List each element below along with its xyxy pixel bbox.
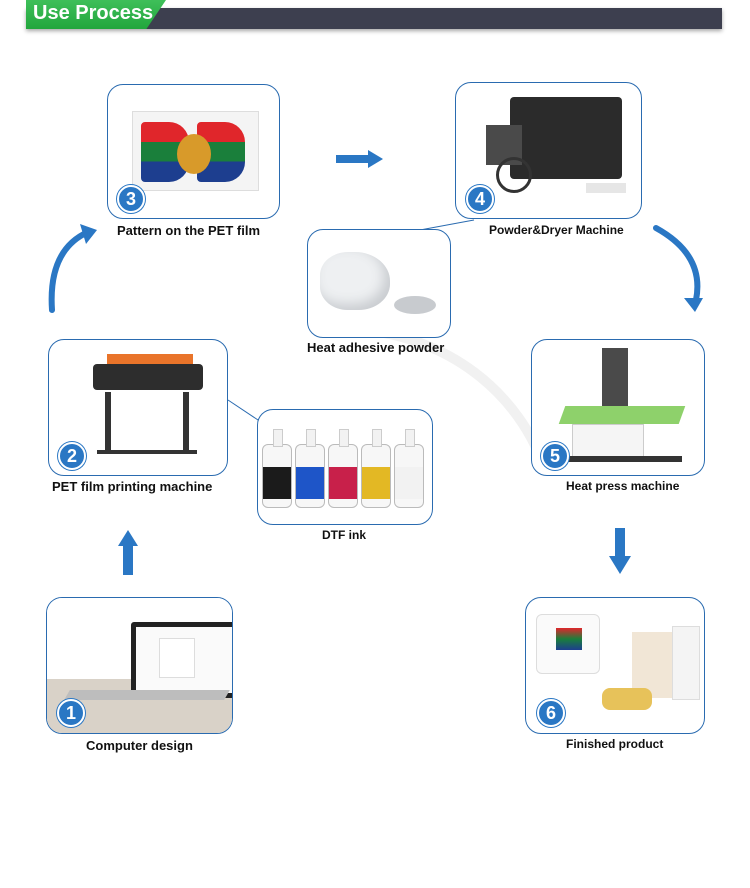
ink-bottles [262,422,428,512]
step-2-badge: 2 [58,442,86,470]
step-6-badge: 6 [537,699,565,727]
ink-card [257,409,433,525]
ink-bottle [361,429,391,508]
ink-bottle [295,429,325,508]
step-2-label: PET film printing machine [52,479,213,494]
step-5-label: Heat press machine [566,479,680,493]
step-1-badge: 1 [57,699,85,727]
step-4-card [455,82,642,219]
step-1-card [46,597,233,734]
products-image [532,608,700,726]
header-tab [26,0,166,29]
header-title: Use Process [33,2,154,24]
step-6-label: Finished product [566,737,664,751]
arrow-down-5-6 [609,528,631,574]
step-3-label: Pattern on the PET film [117,223,261,238]
step-5-badge: 5 [541,442,569,470]
arrow-right-3-4 [336,150,383,168]
connector-powder [419,219,475,231]
step-4-badge: 4 [466,185,494,213]
printer-image [87,354,212,464]
header-bar [26,8,722,29]
arrow-curve-2-3 [48,229,91,313]
ink-label: DTF ink [322,528,366,542]
step-1-label: Computer design [86,738,193,753]
arrow-curve-4-5 [653,225,701,303]
heat-press-image [558,348,692,468]
dryer-machine-image [486,97,626,193]
arrow-up-1-2 [118,530,138,575]
ink-bottle [262,429,292,508]
pet-film-image [132,111,259,191]
ink-bottle [328,429,358,508]
step-3-badge: 3 [117,185,145,213]
powder-label: Heat adhesive powder [307,340,445,355]
step-4-label: Powder&Dryer Machine [489,223,624,237]
ink-bottle [394,429,424,508]
powder-card [307,229,451,338]
powder-image [320,252,390,310]
